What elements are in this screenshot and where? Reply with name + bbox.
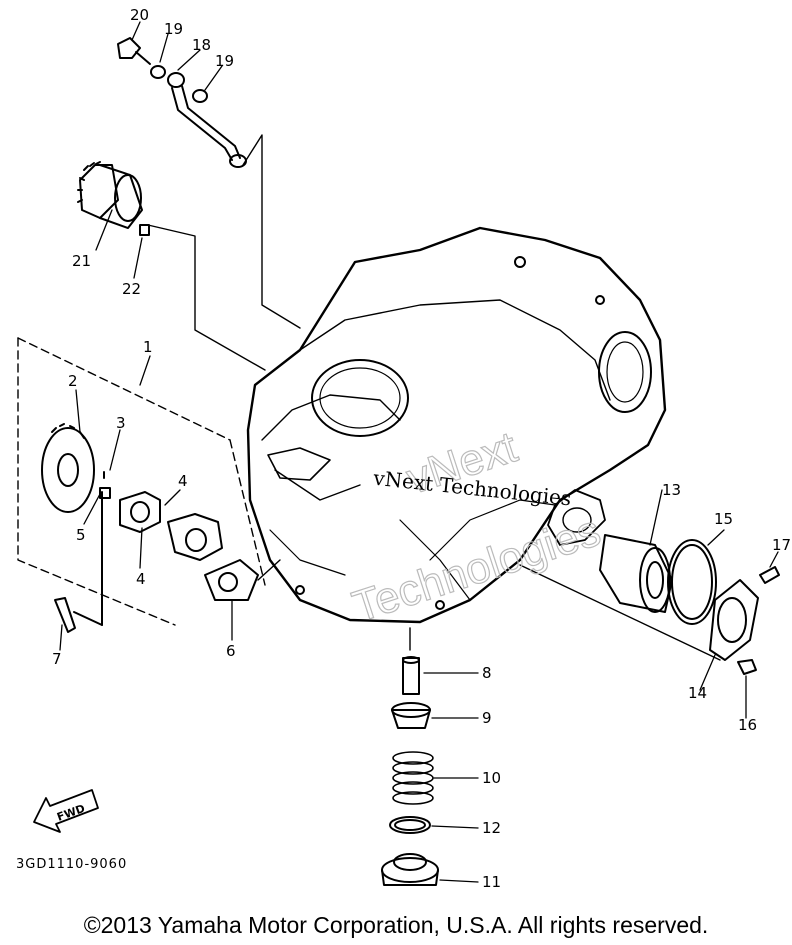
callout-6: 6 xyxy=(226,642,236,660)
callout-20: 20 xyxy=(130,6,149,24)
crankcase xyxy=(246,226,667,624)
callout-numbers: 20 19 18 19 21 22 1 2 3 4 5 4 7 6 8 9 10… xyxy=(52,6,791,891)
oil-pump-parts xyxy=(41,423,259,633)
callout-9: 9 xyxy=(482,709,492,727)
svg-text:Technologies: Technologies xyxy=(347,506,606,632)
callout-8: 8 xyxy=(482,664,492,682)
oil-filter-parts xyxy=(599,534,780,675)
callout-1: 1 xyxy=(143,338,153,356)
fwd-label: FWD xyxy=(55,802,86,824)
strainer-parts xyxy=(381,656,439,886)
callout-16: 16 xyxy=(738,716,757,734)
callout-12: 12 xyxy=(482,819,501,837)
copyright-notice: ©2013 Yamaha Motor Corporation, U.S.A. A… xyxy=(83,912,709,938)
callout-15: 15 xyxy=(714,510,733,528)
callout-4: 4 xyxy=(178,472,188,490)
callout-10: 10 xyxy=(482,769,501,787)
oil-pipe-assembly xyxy=(117,37,247,168)
callout-7: 7 xyxy=(52,650,62,668)
callout-4: 4 xyxy=(136,570,146,588)
oil-pump-kit-box xyxy=(17,337,266,626)
callout-3: 3 xyxy=(116,414,126,432)
callout-13: 13 xyxy=(662,481,681,499)
callout-11: 11 xyxy=(482,873,501,891)
callout-17: 17 xyxy=(772,536,791,554)
callout-leaders xyxy=(59,21,779,883)
callout-19: 19 xyxy=(164,20,183,38)
watermark: vNext Technologies vNext Technologies xyxy=(346,422,607,633)
callout-21: 21 xyxy=(72,252,91,270)
drawing-code: 3GD1110-9060 xyxy=(16,857,127,872)
assembly-leader-lines xyxy=(147,134,721,661)
callout-19: 19 xyxy=(215,52,234,70)
callout-2: 2 xyxy=(68,372,78,390)
callout-14: 14 xyxy=(688,684,707,702)
gear-21 xyxy=(77,161,150,236)
fwd-arrow xyxy=(33,789,99,833)
callout-18: 18 xyxy=(192,36,211,54)
callout-5: 5 xyxy=(76,526,86,544)
callout-22: 22 xyxy=(122,280,141,298)
